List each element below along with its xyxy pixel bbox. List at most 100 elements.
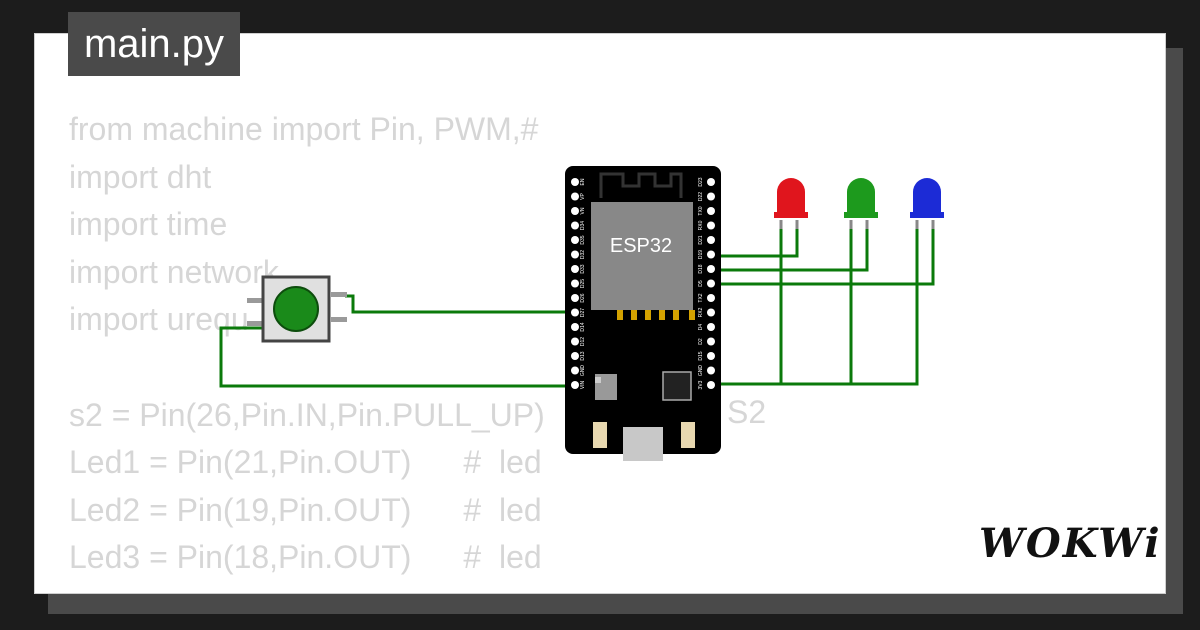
pin-hole[interactable] [707, 366, 715, 375]
file-tab[interactable]: main.py [68, 12, 240, 76]
pin-hole[interactable] [707, 250, 715, 259]
pin-hole[interactable] [571, 207, 579, 215]
wire-button-to-gnd[interactable] [219, 326, 571, 388]
pin-hole[interactable] [571, 352, 579, 360]
wire-d19-to-green-led[interactable] [715, 224, 869, 272]
wire-button-to-d26[interactable] [345, 294, 571, 314]
code-line: import dht [69, 158, 212, 195]
code-line: import urequ [69, 301, 249, 338]
pin-hole[interactable] [707, 337, 715, 346]
pin-label: D13 [580, 351, 586, 360]
pin-label: EN [580, 178, 586, 185]
pin-label: D27 [580, 308, 586, 317]
wokwi-logo: WOKWi [979, 520, 1162, 567]
pin-hole[interactable] [571, 221, 579, 230]
pin-hole[interactable] [707, 381, 715, 389]
pin-hole[interactable] [571, 250, 579, 259]
code-text: Led1 = Pin(21,Pin.OUT) [69, 444, 412, 481]
wire-d21-to-red-led[interactable] [715, 224, 799, 258]
code-comment: # led [463, 539, 542, 576]
code-comment: # led [463, 491, 542, 528]
pin-hole[interactable] [571, 337, 579, 346]
led-red[interactable] [774, 178, 808, 229]
pin-hole[interactable] [571, 381, 579, 389]
pin-hole[interactable] [707, 352, 715, 360]
pin-hole[interactable] [707, 192, 715, 201]
wires [219, 224, 935, 388]
pin-hole[interactable] [707, 207, 715, 215]
led-green[interactable] [844, 178, 878, 229]
code-text: Led3 = Pin(18,Pin.OUT) [69, 539, 412, 576]
micro-usb-port [623, 427, 663, 461]
pin-label: VIN [580, 380, 586, 389]
pin-label: 3V3 [698, 380, 704, 389]
pin-hole[interactable] [707, 279, 715, 288]
pin-label: GND [580, 365, 586, 377]
reset-button[interactable] [681, 422, 695, 448]
pin-hole[interactable] [571, 323, 579, 331]
pin-label: D33 [580, 264, 586, 273]
code-text: Led2 = Pin(19,Pin.OUT) [69, 491, 412, 528]
left-pin-header: ENVPVND34D35D32D33D25D26D27D14D12D13GNDV… [571, 178, 586, 389]
pin-label: D26 [580, 293, 586, 302]
pin-hole[interactable] [571, 236, 579, 244]
pin-hole[interactable] [571, 294, 579, 302]
pin-label: D34 [580, 221, 586, 230]
pin-label: D14 [580, 322, 586, 331]
code-line: import network [69, 253, 279, 290]
pin-hole[interactable] [707, 308, 715, 317]
pin-hole[interactable] [571, 192, 579, 201]
pin-label: RX0 [698, 220, 704, 230]
circuit-diagram: ESP32 ENVPVND34D35D32D33D25D26D27D14D12D… [219, 166, 944, 461]
code-preview: from machine import Pin, PWM,# import dht… [69, 106, 545, 582]
boot-button[interactable] [593, 422, 607, 448]
pin-hole[interactable] [707, 236, 715, 244]
pin-hole[interactable] [707, 323, 715, 331]
pin-label: D35 [580, 235, 586, 244]
wire-gnd-to-blue-led[interactable] [715, 224, 919, 386]
pin-label: TX0 [698, 206, 704, 215]
pin-label: D22 [698, 192, 704, 201]
project-card: from machine import Pin, PWM,# import dht… [34, 33, 1166, 594]
pin-hole[interactable] [707, 294, 715, 302]
pin-hole[interactable] [571, 279, 579, 288]
pin-label: D4 [698, 324, 704, 331]
pin-hole[interactable] [707, 221, 715, 230]
code-comment: # led [463, 444, 542, 481]
pin-hole[interactable] [571, 308, 579, 317]
usb-uart-chip [662, 371, 692, 401]
pin-label: D25 [580, 279, 586, 288]
pin-label: D32 [580, 250, 586, 259]
pin-label: D18 [698, 264, 704, 273]
push-button[interactable] [247, 275, 347, 343]
pin-hole[interactable] [707, 265, 715, 273]
code-line: Led3 = Pin(18,Pin.OUT) # led [69, 534, 545, 582]
pin-label: VP [580, 193, 586, 200]
code-line: Led2 = Pin(19,Pin.OUT) # led [69, 487, 545, 535]
esp32-module [591, 202, 693, 310]
pin-label: D15 [698, 351, 704, 360]
pin-label: D2 [698, 338, 704, 345]
pin-label: TX2 [698, 293, 704, 302]
code-line: from machine import Pin, PWM,# [69, 111, 539, 147]
pin-hole[interactable] [571, 178, 579, 186]
button-cap[interactable] [273, 286, 319, 332]
pin-label: D19 [698, 250, 704, 259]
pin-label: D23 [698, 177, 704, 186]
pin-label: GND [698, 365, 704, 377]
pin-label: RX2 [698, 307, 704, 317]
pin-label: D5 [698, 280, 704, 287]
code-line: Led1 = Pin(21,Pin.OUT) # led [69, 439, 545, 487]
pin-label: D12 [580, 337, 586, 346]
board-label: ESP32 [610, 235, 672, 257]
pin-label: D21 [698, 235, 704, 244]
code-line: import time [69, 206, 228, 243]
s2-comment: S2 [727, 394, 767, 430]
pin-hole[interactable] [707, 178, 715, 186]
pin-hole[interactable] [571, 265, 579, 273]
pin-hole[interactable] [571, 366, 579, 375]
wire-d18-to-blue-led[interactable] [715, 224, 935, 286]
led-blue[interactable] [910, 178, 944, 229]
esp32-board[interactable]: ESP32 ENVPVND34D35D32D33D25D26D27D14D12D… [565, 166, 721, 461]
